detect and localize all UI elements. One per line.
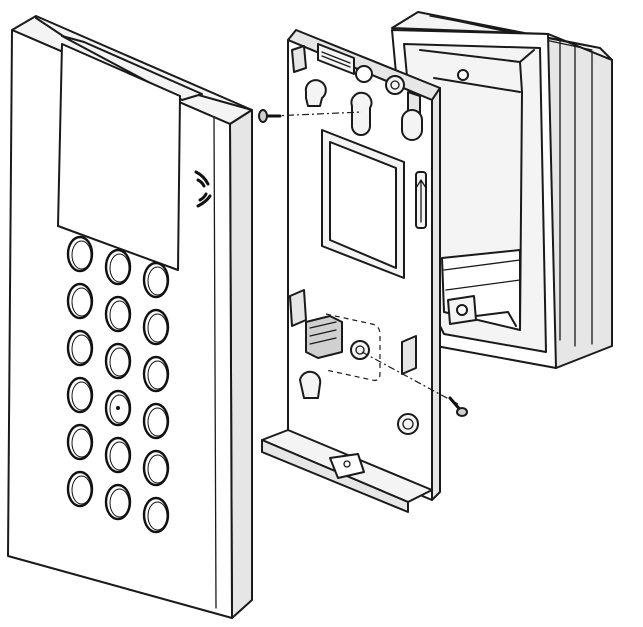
mounting-plate-rj-socket bbox=[305, 315, 343, 359]
junction-box-cavity-edges bbox=[419, 49, 535, 331]
keypad-key-inner bbox=[109, 347, 130, 377]
junction-box-floor-lines bbox=[443, 259, 521, 291]
alignment-line-top bbox=[271, 111, 363, 117]
keypad-key-inner bbox=[71, 428, 92, 458]
mounting-plate-clip-mid-right bbox=[401, 335, 417, 375]
mounting-plate-shelf-front bbox=[261, 439, 409, 513]
mounting-plate-right-edge bbox=[431, 87, 441, 501]
keypad-key-inner bbox=[109, 253, 130, 283]
screw-bottom bbox=[361, 351, 468, 417]
alignment-line-bottom bbox=[361, 351, 459, 405]
keypad-key-inner bbox=[147, 407, 168, 437]
mounting-plate-slot-3 bbox=[401, 109, 423, 141]
mounting-plate-keyhole-4 bbox=[299, 370, 322, 399]
keypad-key-inner bbox=[71, 334, 92, 364]
mounting-plate bbox=[261, 29, 441, 513]
mounting-plate-round-port bbox=[355, 65, 373, 83]
mounting-plate-keyhole-1 bbox=[304, 79, 327, 107]
keypad-key-inner bbox=[109, 394, 130, 424]
mounting-plate-slot-2 bbox=[350, 91, 373, 136]
mounting-plate-clip-mid-left bbox=[289, 289, 307, 327]
mounting-plate-shelf-tab-hole bbox=[343, 460, 351, 468]
display-screen bbox=[57, 43, 181, 271]
keypad-key-inner bbox=[147, 266, 168, 296]
mounting-plate-connector-pins bbox=[321, 51, 351, 68]
mounting-plate-round-hole bbox=[397, 413, 419, 435]
arrow-up-icon bbox=[415, 179, 427, 223]
keypad-key-inner bbox=[71, 240, 92, 270]
junction-box-cavity-top-edge bbox=[433, 77, 521, 93]
screw-icon bbox=[456, 407, 468, 417]
mounting-plate-shelf-tab bbox=[329, 453, 365, 479]
front-panel-chamfer bbox=[213, 117, 217, 609]
keypad-key-inner bbox=[109, 488, 130, 518]
junction-box-clip bbox=[475, 311, 517, 327]
junction-box-side-face bbox=[547, 33, 613, 369]
mounting-plate-clip-top-left bbox=[291, 45, 307, 73]
keypad-key-inner bbox=[71, 381, 92, 411]
screw-icon bbox=[258, 109, 268, 123]
mounting-plate-screw-hole bbox=[350, 340, 370, 360]
keypad-key-inner bbox=[71, 475, 92, 505]
keypad bbox=[66, 235, 170, 534]
mounting-plate-window-inner bbox=[329, 141, 397, 269]
junction-box-hole-top bbox=[457, 69, 469, 81]
keypad-tactile-dot bbox=[116, 406, 120, 410]
keypad-key-inner bbox=[147, 313, 168, 343]
front-panel-right-edge bbox=[229, 109, 253, 619]
mounting-plate-tamper bbox=[385, 75, 405, 95]
keypad-key-inner bbox=[147, 501, 168, 531]
front-panel bbox=[7, 15, 253, 619]
junction-box-hole-bottom bbox=[456, 304, 468, 316]
mounting-plate-socket-pins bbox=[309, 321, 337, 345]
keypad-key-inner bbox=[147, 360, 168, 390]
mounting-plate-round-hole-inner bbox=[402, 418, 414, 430]
mounting-plate-screw-hole-inner bbox=[355, 345, 365, 355]
keypad-key-inner bbox=[71, 287, 92, 317]
mounting-plate-cutout-outline bbox=[325, 313, 381, 381]
keypad-key-inner bbox=[109, 300, 130, 330]
keypad-key-inner bbox=[147, 454, 168, 484]
mounting-plate-tamper-core bbox=[390, 80, 400, 90]
card-reader-icon bbox=[194, 170, 212, 208]
screw-top bbox=[258, 109, 363, 123]
mounting-plate-connector bbox=[317, 43, 355, 75]
keypad-key-inner bbox=[109, 441, 130, 471]
